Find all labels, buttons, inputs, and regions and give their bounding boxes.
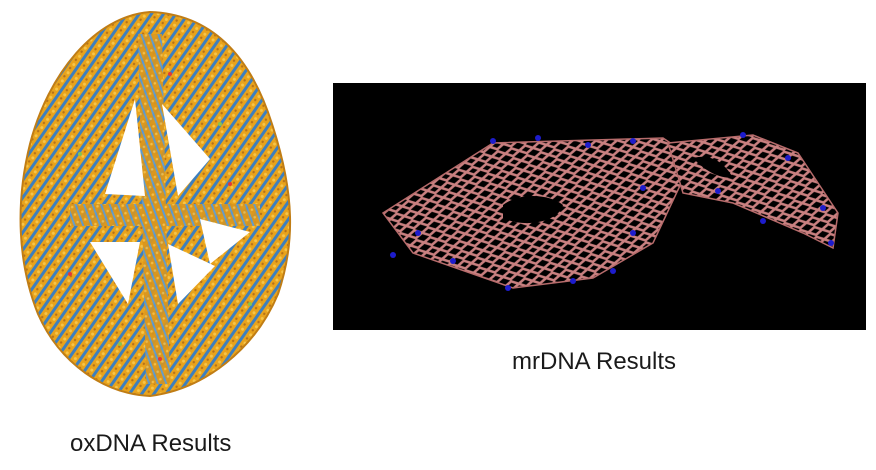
oxdna-opening-lower-left bbox=[90, 242, 140, 304]
oxdna-opening-right bbox=[200, 219, 250, 264]
oxdna-opening-lower-right bbox=[168, 244, 215, 304]
mrdna-caption: mrDNA Results bbox=[512, 348, 677, 375]
mrdna-structure-graphic bbox=[333, 83, 866, 330]
oxdna-opening-upper-left bbox=[105, 99, 145, 196]
oxdna-opening-upper-right bbox=[162, 104, 210, 196]
oxdna-structure-image bbox=[10, 4, 302, 402]
oxdna-caption: oxDNA Results bbox=[70, 430, 232, 457]
mrdna-strand-ends bbox=[390, 132, 834, 291]
mrdna-opening bbox=[503, 196, 563, 224]
oxdna-structure-graphic bbox=[19, 10, 292, 398]
mrdna-structure-image bbox=[333, 83, 866, 330]
